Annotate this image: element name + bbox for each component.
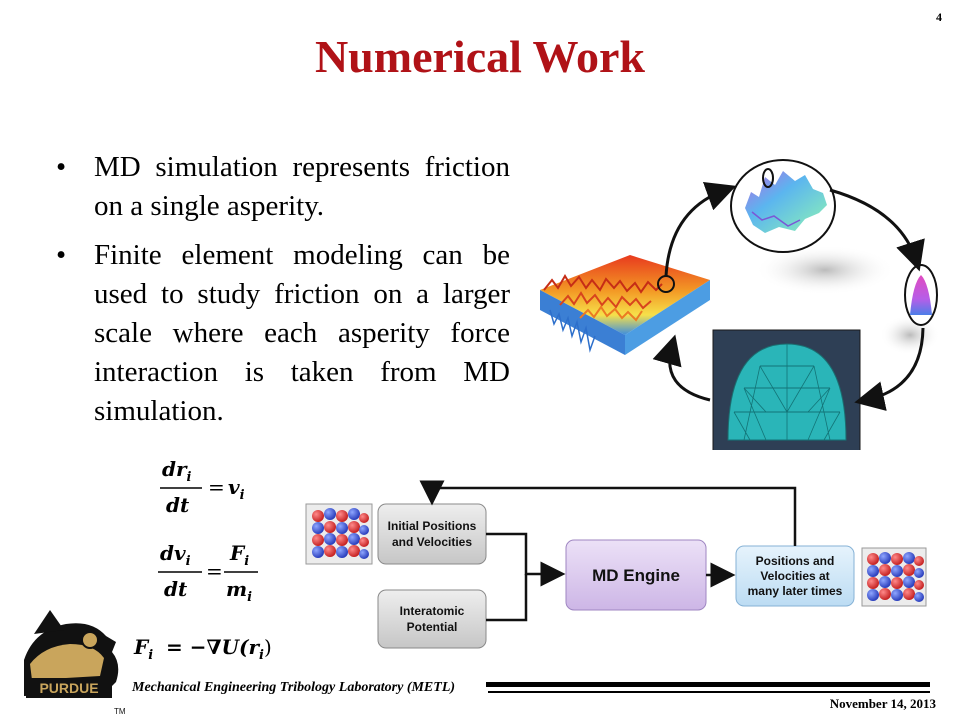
svg-text:Potential: Potential bbox=[407, 620, 458, 634]
svg-text:Interatomic: Interatomic bbox=[400, 604, 465, 618]
fe-mesh-dome bbox=[712, 329, 861, 450]
tip-shadow bbox=[880, 315, 940, 355]
md-flowchart: Initial Positions and Velocities Interat… bbox=[305, 480, 927, 649]
svg-text:vi: vi bbox=[228, 475, 245, 503]
asperity-zoom bbox=[730, 159, 836, 253]
bullet-marker: • bbox=[56, 239, 67, 271]
multiscale-cycle-figure bbox=[540, 159, 940, 450]
bullet-text-fem: Finite element modeling can be used to s… bbox=[94, 239, 510, 427]
footer-rule-thin bbox=[488, 691, 930, 693]
svg-text:Velocities at: Velocities at bbox=[760, 569, 829, 583]
bullet-item: • Finite element modeling can be used to… bbox=[56, 236, 510, 431]
footer-date: November 14, 2013 bbox=[829, 696, 936, 711]
bullet-list: • MD simulation represents friction on a… bbox=[56, 148, 510, 441]
footer-rule-thick bbox=[486, 682, 930, 687]
equation-1: dri dt = vi bbox=[160, 457, 245, 517]
purdue-logo: PURDUE TM bbox=[24, 610, 126, 716]
atom-cube-output bbox=[861, 547, 927, 607]
svg-text:dri: dri bbox=[162, 457, 192, 485]
svg-text:Positions and: Positions and bbox=[756, 554, 835, 568]
output-positions-box: Positions and Velocities at many later t… bbox=[735, 545, 855, 607]
initial-positions-box: Initial Positions and Velocities bbox=[377, 503, 487, 565]
arrow-tip-to-mesh bbox=[854, 327, 925, 411]
svg-text:and Velocities: and Velocities bbox=[392, 535, 472, 549]
svg-text:dt: dt bbox=[166, 493, 190, 517]
svg-text:many later times: many later times bbox=[748, 584, 843, 598]
svg-text:= −∇U(ri): = −∇U(ri) bbox=[166, 635, 272, 663]
single-tip-zoom bbox=[904, 264, 938, 326]
svg-text:dt: dt bbox=[164, 577, 188, 601]
arrow-asperity-to-tip bbox=[829, 188, 925, 272]
arrow-mesh-to-surface bbox=[652, 334, 711, 402]
asperity-shadow bbox=[755, 245, 895, 295]
svg-text:Initial Positions: Initial Positions bbox=[388, 519, 477, 533]
bullet-text-md: MD simulation represents friction on a s… bbox=[94, 151, 510, 222]
svg-text:=: = bbox=[208, 475, 225, 499]
equations-block: dri dt = vi dvi dt = Fi mi Fi = −∇U(ri) bbox=[133, 457, 272, 663]
equation-2: dvi dt = Fi mi bbox=[158, 541, 258, 605]
svg-text:dvi: dvi bbox=[160, 541, 191, 569]
svg-text:=: = bbox=[206, 559, 223, 583]
interatomic-potential-box: Interatomic Potential bbox=[377, 589, 487, 649]
svg-text:MD Engine: MD Engine bbox=[592, 566, 680, 585]
bullet-marker: • bbox=[56, 151, 67, 183]
bullet-item: • MD simulation represents friction on a… bbox=[56, 148, 510, 226]
md-engine-box: MD Engine bbox=[565, 539, 707, 611]
rough-surface-plot bbox=[540, 255, 710, 355]
svg-text:TM: TM bbox=[114, 707, 126, 716]
svg-text:mi: mi bbox=[226, 577, 252, 605]
lab-name: Mechanical Engineering Tribology Laborat… bbox=[132, 680, 456, 695]
arrow-surface-to-asperity bbox=[664, 182, 737, 277]
equation-3: Fi = −∇U(ri) bbox=[133, 635, 272, 663]
svg-text:PURDUE: PURDUE bbox=[39, 680, 98, 696]
svg-text:Fi: Fi bbox=[229, 541, 249, 569]
atom-cube-input bbox=[305, 503, 373, 565]
flowchart-connectors bbox=[419, 480, 797, 622]
page-number: 4 bbox=[936, 10, 942, 24]
svg-text:Fi: Fi bbox=[133, 635, 153, 663]
slide-title: Numerical Work bbox=[314, 31, 646, 82]
